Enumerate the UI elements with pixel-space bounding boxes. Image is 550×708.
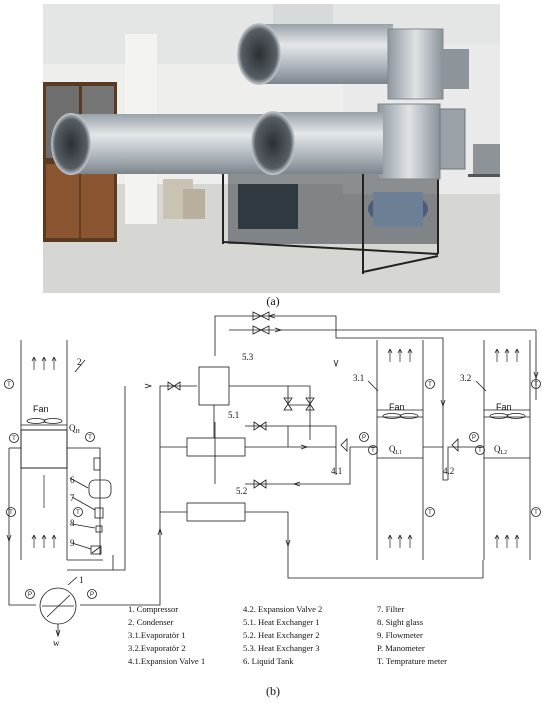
legend-item: 9. Flowmeter — [377, 630, 423, 640]
fan-label-evap2: Fan — [496, 402, 512, 412]
sensor-t: T — [7, 382, 11, 388]
sensor-t: T — [534, 382, 538, 388]
label-qh: QH — [69, 423, 81, 435]
valves — [167, 311, 459, 489]
legend-item: 5.1. Heat Exchanger 1 — [243, 617, 320, 627]
label-condenser: 2 — [77, 357, 82, 367]
label-filter: 7 — [70, 493, 75, 503]
label-flowmeter: 9 — [70, 538, 75, 548]
sensors — [4, 379, 541, 599]
label-hx1: 5.1 — [228, 410, 239, 420]
sensor-t: T — [478, 448, 482, 454]
legend-item: 2. Condenser — [128, 617, 173, 627]
sensor-t: T — [428, 382, 432, 388]
sensor-p: P — [90, 592, 94, 598]
caption-a: (a) — [266, 294, 280, 308]
label-work: w — [53, 638, 60, 648]
caption-b: (b) — [266, 684, 280, 698]
legend-item: 6. Liquid Tank — [243, 656, 294, 666]
refrigeration-circuit-diagram: 2 1 w 6 7 8 9 5.3 5.1 5.2 4.1 4.2 3.1 3.… — [4, 311, 541, 666]
sensor-t: T — [9, 510, 13, 516]
legend-item: 7. Filter — [377, 604, 404, 614]
legend-item: 3.1.Evaporatör 1 — [128, 630, 186, 640]
experimental-setup-photo — [43, 4, 500, 293]
legend-item: 1. Compressor — [128, 604, 178, 614]
legend-item: 5.2. Heat Exchanger 2 — [243, 630, 320, 640]
legend-item: 4.2. Expansion Valve 2 — [243, 604, 322, 614]
label-exv2: 4.2 — [443, 466, 454, 476]
liquid-line-components — [69, 457, 112, 555]
label-hx3: 5.3 — [242, 352, 254, 362]
sensor-t: T — [88, 435, 92, 441]
legend: 1. Compressor 2. Condenser 3.1.Evaporatö… — [128, 604, 447, 666]
sensor-p: P — [28, 592, 32, 598]
sensor-t: T — [534, 510, 538, 516]
label-sight: 8 — [70, 518, 75, 528]
label-tank: 6 — [70, 475, 75, 485]
legend-item: 5.3. Heat Exchanger 3 — [243, 643, 320, 653]
condenser-unit — [20, 340, 86, 560]
label-compressor: 1 — [79, 575, 84, 585]
sensor-p: P — [362, 435, 366, 441]
label-ql1: QL1 — [389, 444, 402, 456]
legend-item: 3.2.Evaporatör 2 — [128, 643, 186, 653]
label-evap2: 3.2 — [460, 373, 471, 383]
sensor-t: T — [12, 436, 16, 442]
legend-item: 8. Sight glass — [377, 617, 424, 627]
sensor-t: T — [428, 510, 432, 516]
evaporator-2-unit — [475, 340, 531, 560]
label-ql2: QL2 — [494, 444, 507, 456]
compressor — [39, 576, 78, 638]
flow-arrows — [6, 313, 539, 548]
label-exv1: 4.1 — [331, 466, 342, 476]
sensor-t: T — [76, 510, 80, 516]
label-hx2: 5.2 — [236, 486, 247, 496]
sensor-t: T — [371, 448, 375, 454]
piping — [8, 315, 537, 606]
sensor-p: P — [472, 435, 476, 441]
fan-label-condenser: Fan — [33, 404, 49, 414]
label-evap1: 3.1 — [353, 373, 364, 383]
legend-item: T. Temprature meter — [377, 656, 447, 666]
legend-item: P. Manometer — [377, 643, 425, 653]
evaporator-1-unit — [367, 340, 424, 560]
fan-label-evap1: Fan — [389, 402, 405, 412]
legend-item: 4.1.Expansion Valve 1 — [128, 656, 205, 666]
